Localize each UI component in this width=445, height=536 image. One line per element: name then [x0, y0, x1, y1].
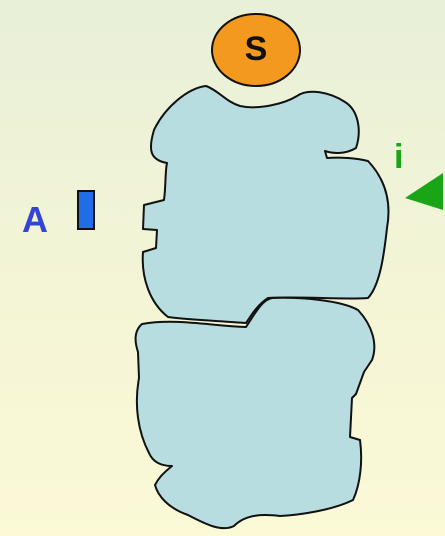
substrate-label: S	[245, 30, 268, 68]
inhibitor-marker-icon	[405, 173, 443, 210]
lower-subunit	[136, 298, 375, 528]
upper-subunit	[143, 86, 389, 323]
inhibitor-label: i	[394, 138, 403, 176]
activator-marker-icon	[78, 191, 94, 229]
activator-label: A	[22, 199, 48, 240]
